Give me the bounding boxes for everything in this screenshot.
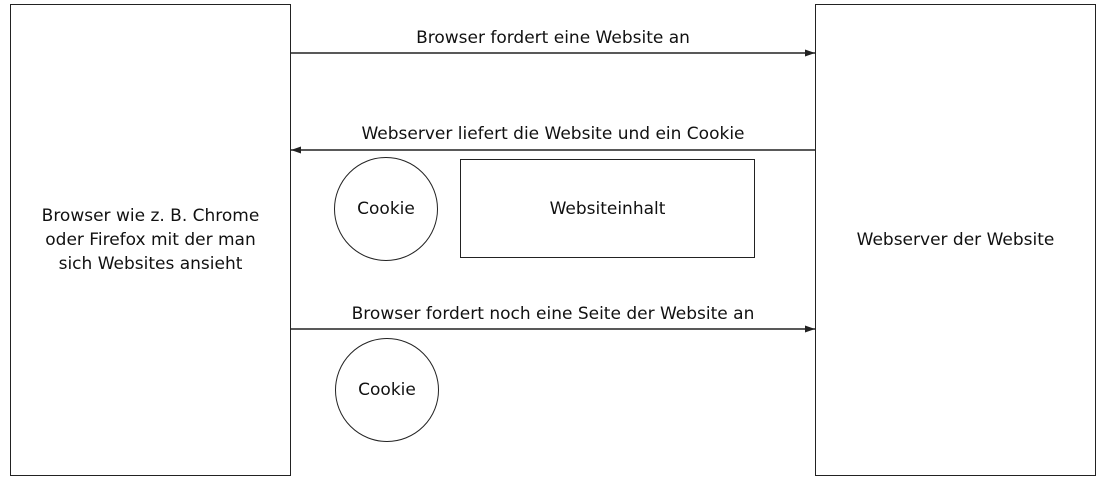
website-content-box: Websiteinhalt (460, 159, 755, 258)
cookie-sent-back-label: Cookie (358, 380, 416, 400)
request-arrow-label: Browser fordert eine Website an (416, 28, 690, 48)
webserver-node-label: Webserver der Website (856, 230, 1055, 250)
cookie-delivered: Cookie (334, 157, 438, 261)
second-request-arrow-label: Browser fordert noch eine Seite der Webs… (351, 304, 755, 324)
cookie-sent-back: Cookie (335, 338, 439, 442)
browser-node-label: Browser wie z. B. Chrome oder Firefox mi… (41, 206, 260, 274)
webserver-node: Webserver der Website (815, 4, 1096, 476)
cookie-delivered-label: Cookie (357, 199, 415, 219)
browser-node: Browser wie z. B. Chrome oder Firefox mi… (10, 4, 291, 476)
website-content-label: Websiteinhalt (549, 198, 666, 219)
response-arrow-label: Webserver liefert die Website und ein Co… (361, 124, 745, 144)
